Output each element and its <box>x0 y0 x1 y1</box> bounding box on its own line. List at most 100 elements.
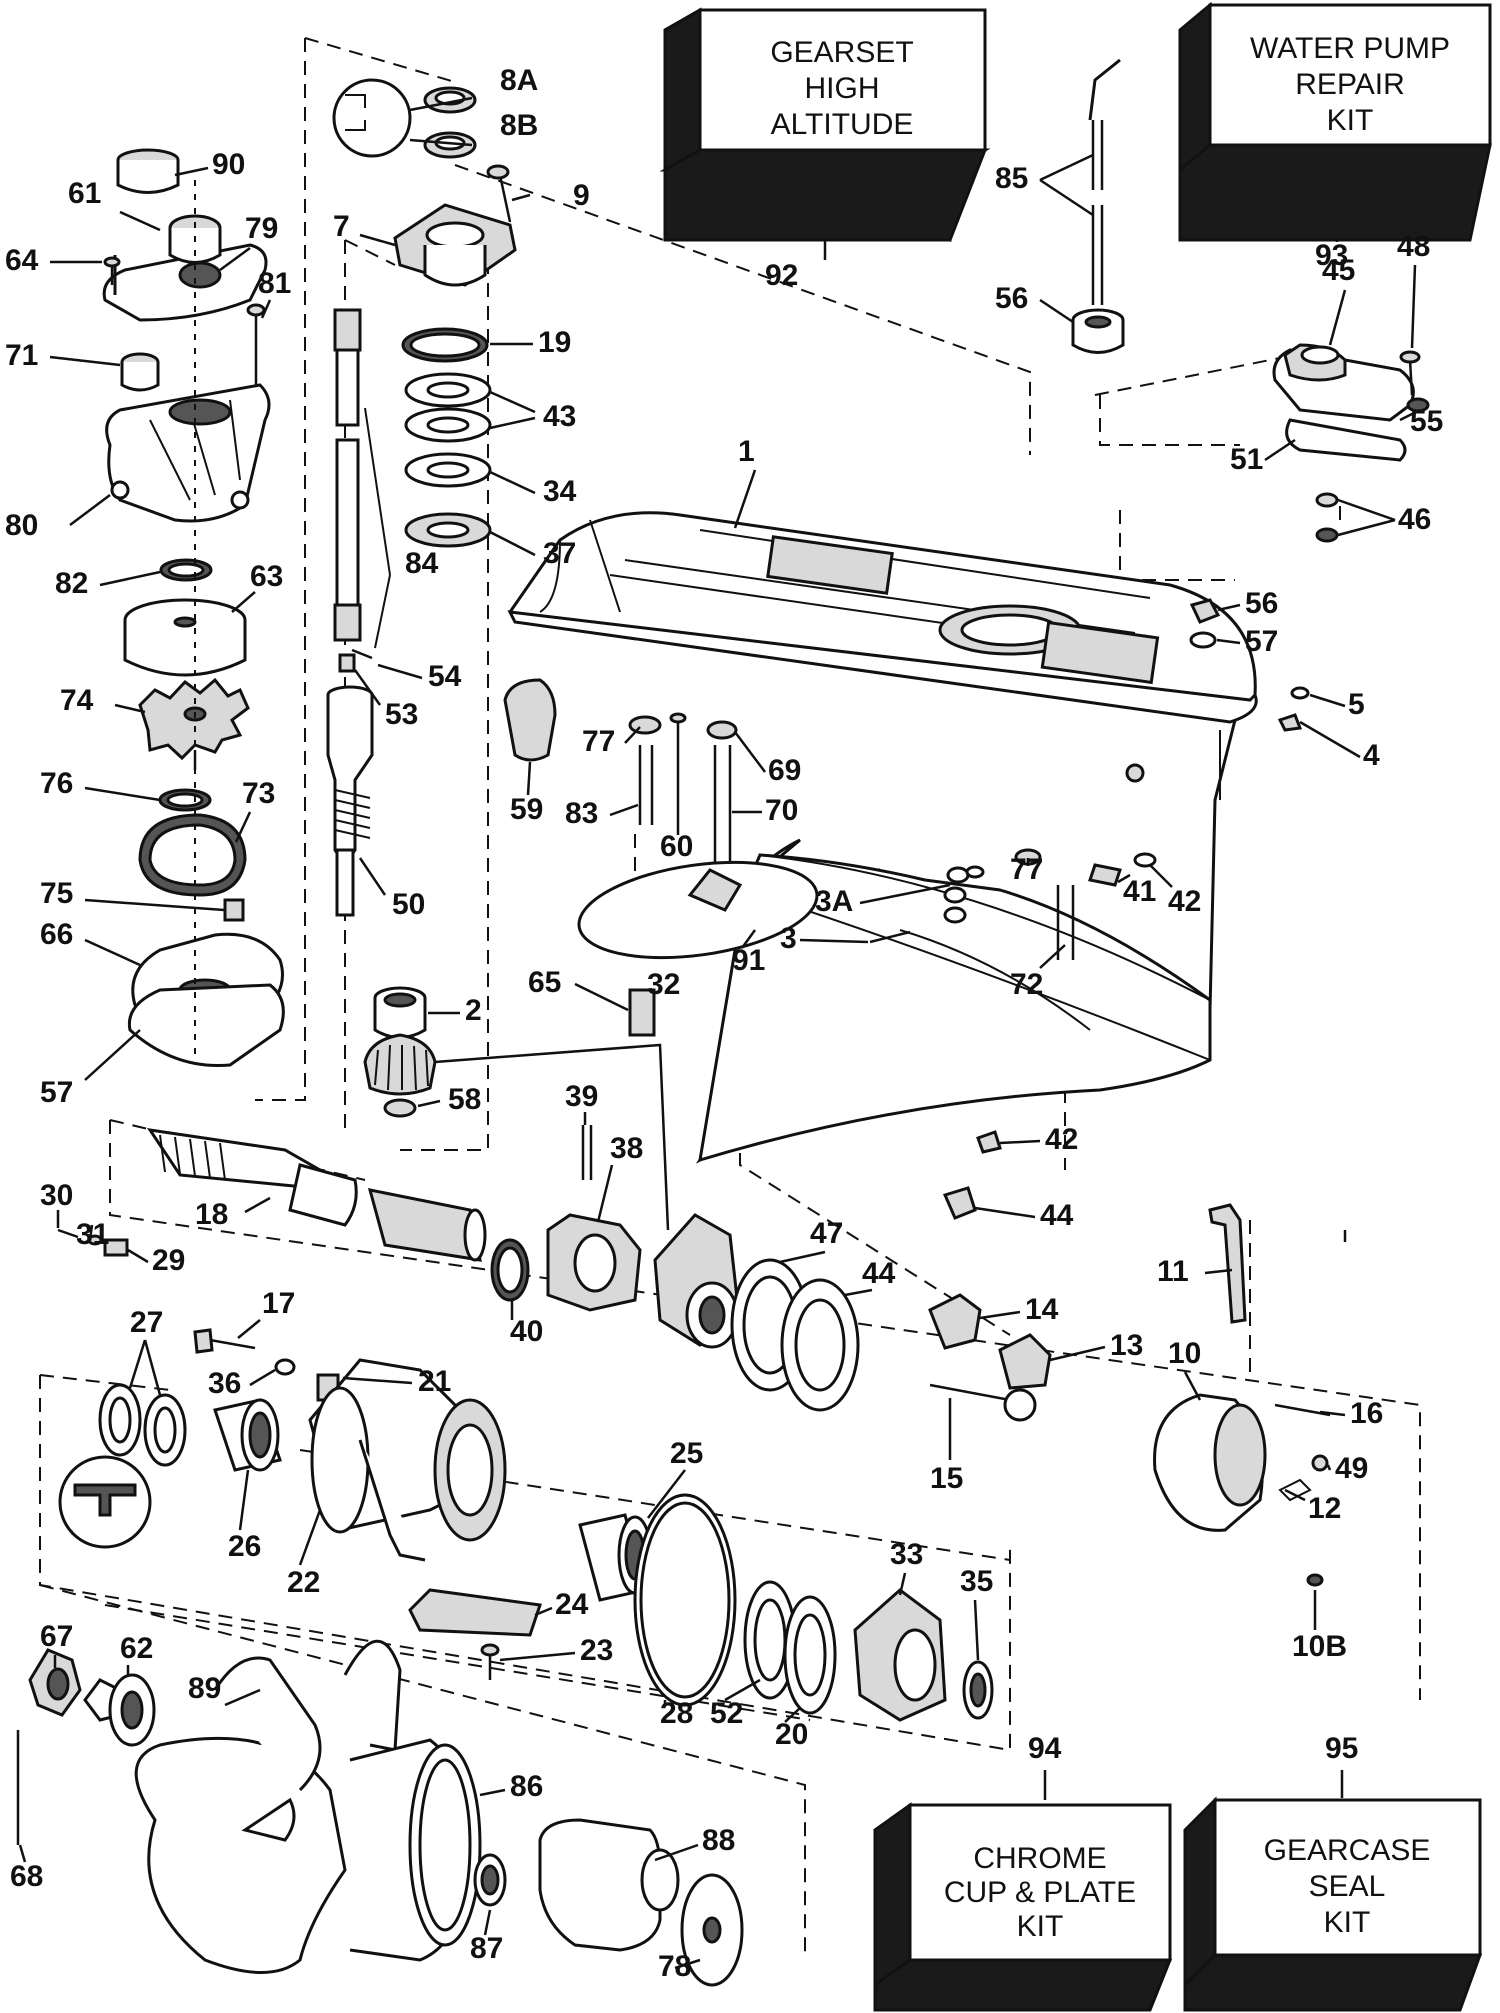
part-label-46: 46 <box>1398 503 1431 536</box>
part-label-7: 7 <box>333 210 350 243</box>
part-label-1: 1 <box>738 435 755 468</box>
part-label-5: 5 <box>1348 688 1365 721</box>
gearcase-hardware <box>503 598 1310 1220</box>
part-label-76: 76 <box>40 767 73 800</box>
part-label-72: 72 <box>1010 968 1043 1001</box>
part-label-3A: 3A <box>815 885 853 918</box>
part-label-79: 79 <box>245 212 278 245</box>
part-label-95: 95 <box>1325 1732 1358 1765</box>
part-label-9: 9 <box>573 179 590 212</box>
part-label-61: 61 <box>68 177 101 210</box>
kit-line: GEARCASE <box>1264 1834 1431 1867</box>
part-label-28: 28 <box>660 1697 693 1730</box>
kit-line: SEAL <box>1309 1870 1386 1903</box>
part-label-38: 38 <box>610 1132 643 1165</box>
part-label-40: 40 <box>510 1315 543 1348</box>
part-label-83: 83 <box>565 797 598 830</box>
kit-text-gearset: GEARSET HIGH ALTITUDE <box>770 36 913 141</box>
kit-line: KIT <box>1324 1906 1371 1939</box>
part-label-78: 78 <box>658 1950 691 1983</box>
part-label-2: 2 <box>465 994 482 1027</box>
part-label-84: 84 <box>405 547 439 580</box>
part-label-27: 27 <box>130 1306 163 1339</box>
part-label-75: 75 <box>40 877 73 910</box>
propeller-assembly <box>16 1639 744 1987</box>
part-label-12: 12 <box>1308 1492 1341 1525</box>
part-label-89: 89 <box>188 1672 221 1705</box>
part-label-69: 69 <box>768 754 801 787</box>
part-label-86: 86 <box>510 1770 543 1803</box>
part-label-77: 77 <box>582 725 615 758</box>
part-label-44: 44 <box>862 1257 896 1290</box>
part-label-30: 30 <box>40 1179 73 1212</box>
part-label-57: 57 <box>1245 625 1278 658</box>
part-label-20: 20 <box>775 1718 808 1751</box>
part-label-24: 24 <box>555 1588 589 1621</box>
gearcase-housing <box>507 511 1258 1164</box>
kit-line: KIT <box>1017 1910 1064 1943</box>
part-label-92: 92 <box>765 259 798 292</box>
part-label-81: 81 <box>258 267 291 300</box>
part-label-39: 39 <box>565 1080 598 1113</box>
part-label-25: 25 <box>670 1437 703 1470</box>
part-label-48: 48 <box>1397 230 1430 263</box>
part-label-62: 62 <box>120 1632 153 1665</box>
part-label-65: 65 <box>528 966 561 999</box>
part-label-10B: 10B <box>1292 1630 1347 1663</box>
part-label-16: 16 <box>1350 1397 1383 1430</box>
propshaft-assembly <box>57 1125 994 1722</box>
kit-text-water-pump: WATER PUMP REPAIR KIT <box>1250 32 1450 137</box>
part-label-3: 3 <box>780 922 797 955</box>
part-label-71: 71 <box>5 339 38 372</box>
part-label-18: 18 <box>195 1198 228 1231</box>
shift-rod-assembly <box>1071 58 1125 354</box>
water-pump-assembly <box>102 148 285 1068</box>
kit-line: CHROME <box>973 1842 1106 1875</box>
part-label-66: 66 <box>40 918 73 951</box>
part-label-87: 87 <box>470 1932 503 1965</box>
kit-text-gearcase-seal: GEARCASE SEAL KIT <box>1264 1834 1431 1939</box>
part-label-45: 45 <box>1322 254 1355 287</box>
kit-line: ALTITUDE <box>771 108 914 141</box>
kit-line: CUP & PLATE <box>944 1876 1136 1909</box>
part-label-68: 68 <box>10 1860 43 1893</box>
kit-box-water-pump-repair-kit <box>1178 1 1492 242</box>
part-label-42: 42 <box>1168 885 1201 918</box>
part-label-13: 13 <box>1110 1329 1143 1362</box>
part-label-90: 90 <box>212 148 245 181</box>
part-label-22: 22 <box>287 1566 320 1599</box>
part-label-57: 57 <box>40 1076 73 1109</box>
part-label-17: 17 <box>262 1287 295 1320</box>
part-label-11: 11 <box>1157 1255 1189 1288</box>
driveshaft-assembly <box>326 78 517 1118</box>
part-label-70: 70 <box>765 794 798 827</box>
part-label-93: 93 <box>1315 239 1348 272</box>
part-label-15: 15 <box>930 1462 963 1495</box>
part-label-85: 85 <box>995 162 1028 195</box>
part-label-4: 4 <box>1363 739 1380 772</box>
part-label-88: 88 <box>702 1824 735 1857</box>
kit-line: REPAIR <box>1295 68 1404 101</box>
part-label-54: 54 <box>428 660 462 693</box>
part-label-32: 32 <box>647 968 680 1001</box>
part-label-67: 67 <box>40 1620 73 1653</box>
part-label-52: 52 <box>710 1697 743 1730</box>
part-label-50: 50 <box>392 888 425 921</box>
part-label-91: 91 <box>732 944 765 977</box>
part-label-43: 43 <box>543 400 576 433</box>
leader-lines <box>18 96 1421 1970</box>
part-label-33: 33 <box>890 1538 923 1571</box>
part-label-42: 42 <box>1045 1123 1078 1156</box>
part-label-8A: 8A <box>500 64 538 97</box>
kit-box-chrome-cup-plate-kit <box>873 1802 1173 2012</box>
part-label-26: 26 <box>228 1530 261 1563</box>
part-label-51: 51 <box>1230 443 1263 476</box>
part-label-55: 55 <box>1410 405 1443 438</box>
part-label-19: 19 <box>538 326 571 359</box>
part-label-41: 41 <box>1123 875 1156 908</box>
part-label-94: 94 <box>1028 1732 1062 1765</box>
part-label-47: 47 <box>810 1217 843 1250</box>
part-label-14: 14 <box>1025 1293 1059 1326</box>
